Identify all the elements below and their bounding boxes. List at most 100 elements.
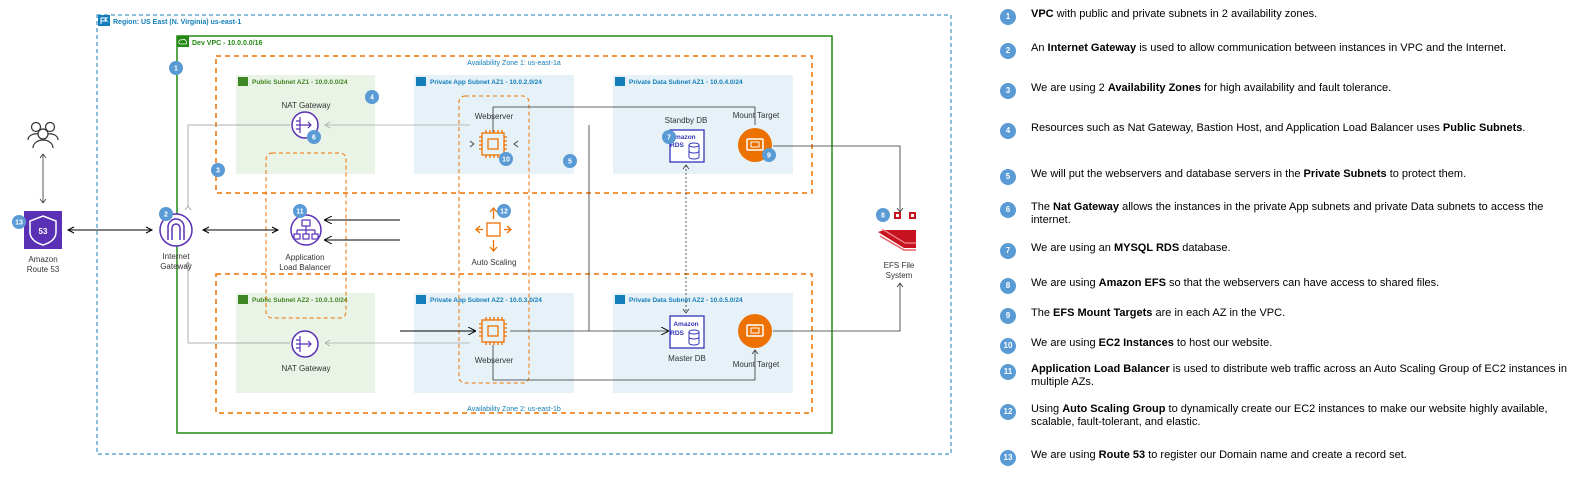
chevron-right-icon	[469, 140, 475, 148]
subnet-app-az1: Private App Subnet AZ1 - 10.0.2.0/24	[414, 75, 574, 174]
legend-text: VPC with public and private subnets in 2…	[1031, 8, 1318, 20]
master-db-node[interactable]: Amazon RDS Master DB	[668, 315, 706, 363]
az2-group: Availability Zone 2: us-east-1b	[215, 273, 813, 414]
rds-label-1: Amazon	[673, 321, 698, 328]
badge-2: 2	[159, 207, 173, 221]
region-group: Region: US East (N. Virginia) us-east-1	[96, 14, 952, 455]
nat-az2-label: NAT Gateway	[281, 364, 330, 373]
webserver-az2-node[interactable]: Webserver	[475, 317, 514, 365]
lock-icon	[615, 77, 625, 86]
legend-text: Resources such as Nat Gateway, Bastion H…	[1031, 122, 1526, 134]
legend-number-badge: 5	[1000, 169, 1016, 185]
lock-icon	[238, 295, 248, 304]
svg-text:7: 7	[667, 135, 671, 142]
igw-label-2: Gateway	[160, 262, 192, 271]
subnet-label: Public Subnet AZ1 - 10.0.0.0/24	[252, 79, 348, 86]
alb-label-2: Load Balancer	[279, 263, 331, 272]
subnet-label: Private Data Subnet AZ1 - 10.0.4.0/24	[629, 79, 743, 86]
vpc-label: Dev VPC - 10.0.0.0/16	[192, 40, 263, 47]
badge-12: 12	[497, 204, 511, 218]
efs-icon	[878, 212, 916, 251]
legend-text: We are using EC2 Instances to host our w…	[1031, 337, 1273, 349]
rds-label-2: RDS	[670, 142, 684, 149]
legend-text: We are using an MYSQL RDS database.	[1031, 242, 1231, 254]
chevron-left-icon	[513, 140, 519, 148]
legend-text: Using Auto Scaling Group to dynamically …	[1031, 403, 1548, 428]
az1-label: Availability Zone 1: us-east-1a	[467, 60, 561, 67]
legend-text: We are using 2 Availability Zones for hi…	[1031, 82, 1392, 94]
rds-icon	[669, 315, 705, 349]
lock-icon	[238, 77, 248, 86]
svg-text:5: 5	[568, 159, 572, 166]
legend-number-badge: 4	[1000, 123, 1016, 139]
route53-node[interactable]: 53 Amazon Route 53	[24, 211, 62, 274]
legend-text: Application Load Balancer is used to dis…	[1031, 363, 1567, 388]
alb-node[interactable]: Application Load Balancer	[279, 214, 331, 272]
svg-text:9: 9	[767, 153, 771, 160]
alb-label-1: Application	[285, 253, 324, 262]
auto-scaling-label: Auto Scaling	[472, 258, 517, 267]
badge-1: 1	[169, 61, 183, 75]
efs-label-2: System	[886, 271, 913, 280]
svg-text:13: 13	[15, 220, 23, 227]
rds-label-2: RDS	[670, 330, 684, 337]
lock-icon	[416, 295, 426, 304]
region-label: Region: US East (N. Virginia) us-east-1	[113, 19, 241, 26]
badge-3: 3	[211, 163, 225, 177]
mount-target-az2-node[interactable]: Mount Target	[733, 314, 780, 369]
master-db-label: Master DB	[668, 354, 706, 363]
svg-text:11: 11	[296, 209, 304, 216]
nat-az1-label: NAT Gateway	[281, 101, 330, 110]
badge-7: 7	[662, 130, 676, 144]
efs-node[interactable]: EFS File System	[878, 212, 916, 280]
efs-label-1: EFS File	[884, 261, 915, 270]
badge-4: 4	[365, 90, 379, 104]
mount-target-icon	[738, 314, 772, 348]
legend-text: We will put the webservers and database …	[1031, 168, 1467, 180]
az1-group: Availability Zone 1: us-east-1a	[215, 55, 813, 194]
lock-icon	[615, 295, 625, 304]
svg-text:12: 12	[500, 209, 508, 216]
number-badges: 1 2 3 4 5 6 7 8 9 10 11 12 13	[12, 61, 890, 229]
legend-number-badge: 8	[1000, 278, 1016, 294]
svg-text:4: 4	[370, 95, 374, 102]
legend-number-badge: 9	[1000, 308, 1016, 324]
svg-text:8: 8	[881, 213, 885, 220]
webserver-az1-node[interactable]: Webserver	[469, 112, 519, 158]
igw-label-1: Internet	[162, 252, 190, 261]
auto-scaling-icon	[475, 207, 512, 252]
legend-text: We are using Amazon EFS so that the webs…	[1031, 277, 1440, 289]
standby-db-label: Standby DB	[665, 116, 708, 125]
ec2-instance-icon	[479, 317, 507, 345]
legend-number-badge: 13	[1000, 450, 1016, 466]
az2-label: Availability Zone 2: us-east-1b	[467, 406, 561, 413]
legend-number-badge: 11	[1000, 364, 1016, 380]
svg-text:10: 10	[502, 157, 510, 164]
connections	[39, 106, 904, 381]
architecture-diagram: Region: US East (N. Virginia) us-east-1 …	[12, 14, 952, 455]
badge-13: 13	[12, 215, 26, 229]
webserver-az2-label: Webserver	[475, 356, 514, 365]
svg-text:1: 1	[174, 66, 178, 73]
webserver-az1-label: Webserver	[475, 112, 514, 121]
lock-icon	[416, 77, 426, 86]
legend-number-badge: 12	[1000, 404, 1016, 420]
legend-number-badge: 6	[1000, 202, 1016, 218]
subnet-label: Private App Subnet AZ2 - 10.0.3.0/24	[430, 297, 542, 304]
auto-scaling-node[interactable]: Auto Scaling	[472, 207, 517, 267]
legend-number-badge: 3	[1000, 83, 1016, 99]
internet-gateway-node[interactable]: Internet Gateway	[159, 213, 193, 271]
nat-gateway-az2-node[interactable]: NAT Gateway	[281, 330, 331, 373]
legend-text: An Internet Gateway is used to allow com…	[1031, 42, 1507, 54]
auto-scaling-group	[458, 95, 530, 384]
svg-text:2: 2	[164, 212, 168, 219]
badge-10: 10	[499, 152, 513, 166]
mount-target-az1-label: Mount Target	[733, 111, 780, 120]
legend-text: The EFS Mount Targets are in each AZ in …	[1031, 307, 1286, 319]
users-icon	[27, 121, 59, 149]
svg-text:6: 6	[312, 135, 316, 142]
legend-number-badge: 10	[1000, 338, 1016, 354]
legend-number-badge: 2	[1000, 43, 1016, 59]
route53-label-1: Amazon	[28, 255, 57, 264]
